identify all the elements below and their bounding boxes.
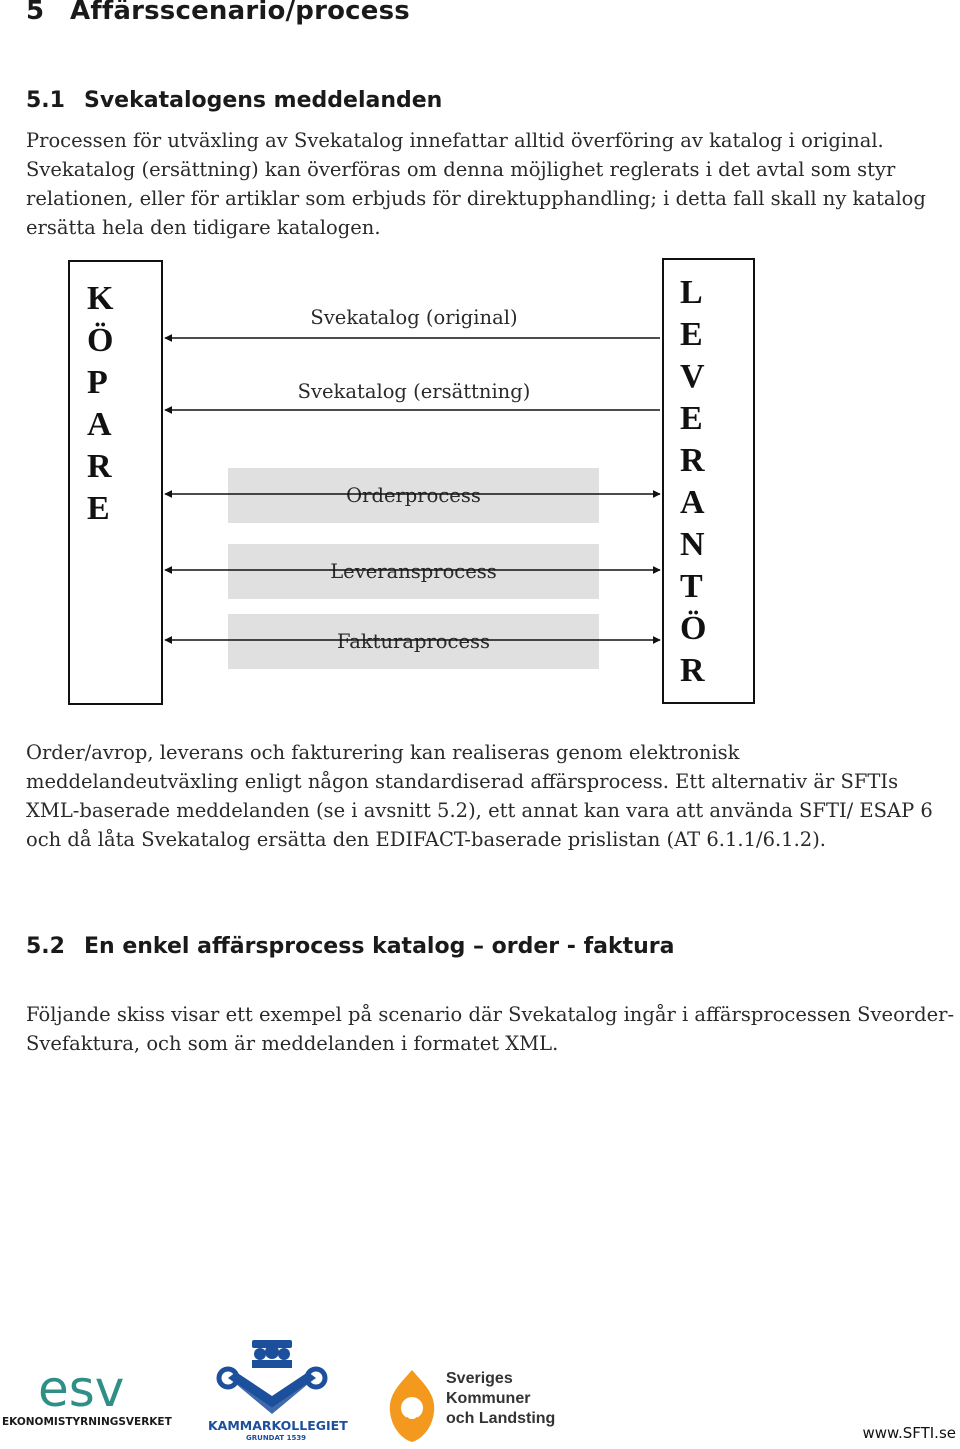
text-line: meddelandeutväxling enligt någon standar… — [26, 770, 899, 793]
esv-logo: esv EKONOMISTYRNINGSVERKET — [2, 1358, 178, 1438]
subsection-number: 5.2 — [26, 934, 65, 959]
kammarkollegiet-caption: KAMMARKOLLEGIET — [208, 1418, 348, 1433]
skl-logo: Sveriges Kommuner och Landsting — [384, 1368, 564, 1444]
website-link[interactable]: www.SFTI.se — [862, 1424, 956, 1442]
supplier-letter: E — [680, 316, 703, 353]
buyer-letter: Ö — [87, 322, 114, 359]
supplier-letter: T — [680, 568, 703, 605]
text-line: Order/avrop, leverans och fakturering ka… — [26, 741, 740, 764]
supplier-letter: V — [680, 358, 705, 395]
text-line: Följande skiss visar ett exempel på scen… — [26, 1003, 955, 1026]
supplier-letter: A — [680, 484, 705, 521]
supplier-letter: Ö — [680, 610, 707, 647]
text-line: Svekatalog (ersättning) kan överföras om… — [26, 158, 896, 181]
kammarkollegiet-logo: KAMMARKOLLEGIET GRUNDAT 1539 — [208, 1338, 348, 1444]
buyer-box: K Ö P A R E — [68, 260, 163, 705]
supplier-box: L E V E R A N T Ö R — [662, 258, 755, 704]
intro-paragraph: Processen för utväxling av Svekatalog in… — [26, 126, 956, 242]
text-line: ersätta hela den tidigare katalogen. — [26, 216, 381, 239]
catalog-original-label: Svekatalog (original) — [310, 306, 518, 329]
footer-logos: esv EKONOMISTYRNINGSVERKET KAMMARK — [0, 1330, 960, 1446]
text-line: Processen för utväxling av Svekatalog in… — [26, 129, 884, 152]
skl-line-2: Kommuner — [446, 1390, 531, 1407]
skl-line-3: och Landsting — [446, 1410, 556, 1427]
buyer-letter: P — [87, 364, 108, 401]
supplier-letter: L — [680, 274, 703, 311]
esv-wordmark: esv — [38, 1360, 124, 1418]
subsection-heading-5-1: 5.1 Svekatalogens meddelanden — [26, 88, 442, 113]
subsection-title: Svekatalogens meddelanden — [84, 88, 443, 113]
section-title: Affärsscenario/process — [70, 0, 410, 26]
text-line: och då låta Svekatalog ersätta den EDIFA… — [26, 828, 826, 851]
process-paragraph: Order/avrop, leverans och fakturering ka… — [26, 738, 956, 854]
scenario-paragraph: Följande skiss visar ett exempel på scen… — [26, 1000, 956, 1058]
buyer-letter: K — [87, 280, 114, 317]
message-flow-diagram: K Ö P A R E L E V E R A N T Ö R Svekatal… — [0, 250, 960, 720]
crown-keys-icon — [216, 1340, 328, 1414]
supplier-letter: N — [680, 526, 705, 563]
esv-caption: EKONOMISTYRNINGSVERKET — [2, 1416, 172, 1428]
kammarkollegiet-subcaption: GRUNDAT 1539 — [246, 1434, 307, 1442]
subsection-title: En enkel affärsprocess katalog – order -… — [84, 934, 675, 959]
section-heading: 5 Affärsscenario/process — [26, 0, 410, 26]
buyer-letter: R — [87, 448, 112, 485]
text-line: relationen, eller för artiklar som erbju… — [26, 187, 926, 210]
esv-wordmark-icon: esv — [38, 1360, 124, 1418]
text-line: Svefaktura, och som är meddelanden i for… — [26, 1032, 559, 1055]
buyer-letter: E — [87, 490, 110, 527]
text-line: XML-baserade meddelanden (se i avsnitt 5… — [26, 799, 933, 822]
catalog-replacement-label: Svekatalog (ersättning) — [297, 380, 531, 403]
subsection-number: 5.1 — [26, 88, 65, 113]
skl-flame-icon — [389, 1370, 435, 1442]
flow-arrows — [164, 334, 661, 644]
supplier-letter: R — [680, 442, 705, 479]
skl-line-1: Sveriges — [446, 1370, 513, 1387]
section-number: 5 — [26, 0, 45, 26]
supplier-letter: R — [680, 652, 705, 689]
buyer-letter: A — [87, 406, 112, 443]
subsection-heading-5-2: 5.2 En enkel affärsprocess katalog – orde… — [26, 934, 675, 959]
supplier-letter: E — [680, 400, 703, 437]
